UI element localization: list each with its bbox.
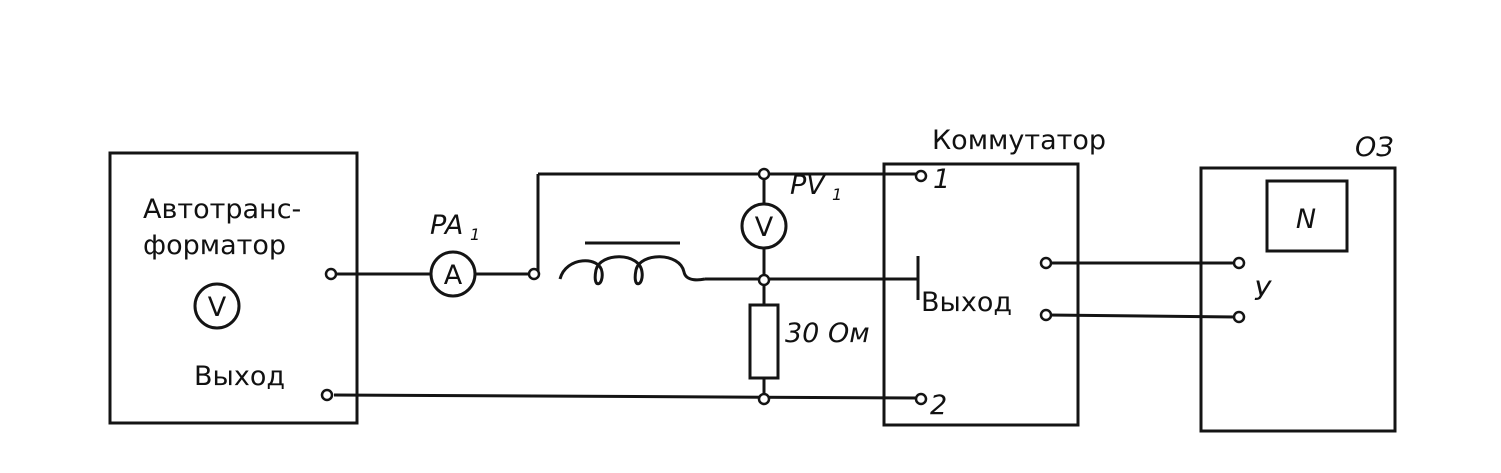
terminal-icon xyxy=(757,167,771,181)
oscilloscope-block: ОЗ N У xyxy=(1199,132,1397,433)
oscilloscope-title: ОЗ xyxy=(1355,132,1394,163)
resistor-value-label: 30 Ом xyxy=(785,318,870,349)
inductor-coil-icon xyxy=(558,241,706,286)
commutator-box xyxy=(882,162,1080,427)
ammeter-icon xyxy=(429,250,477,298)
autotransformer-voltmeter-icon xyxy=(193,282,241,330)
commutator-block: Коммутатор Выход 1 2 xyxy=(882,125,1106,427)
ammeter-designation: PA xyxy=(430,210,463,241)
ammeter: A PA 1 xyxy=(429,210,480,298)
terminal-icon xyxy=(320,388,334,402)
resistor: 30 Ом xyxy=(748,303,870,380)
terminal-icon xyxy=(1232,310,1246,324)
voltmeter-designation-sub: 1 xyxy=(832,185,842,204)
commutator-title: Коммутатор xyxy=(932,125,1106,156)
autotransformer-title-line2: форматор xyxy=(143,230,286,261)
terminals xyxy=(320,167,1246,406)
terminal-icon xyxy=(914,392,928,406)
oscilloscope-screen-symbol: N xyxy=(1296,204,1316,235)
voltmeter-designation: PV xyxy=(790,170,827,201)
oscilloscope-box xyxy=(1199,166,1397,433)
terminal-icon xyxy=(757,392,771,406)
autotransformer-block: Автотранс- форматор V Выход xyxy=(108,151,359,425)
inductor-coil-winding xyxy=(558,255,706,286)
ammeter-symbol: A xyxy=(444,260,463,291)
wire-output-lower xyxy=(1047,313,1237,319)
terminal-icon xyxy=(324,267,338,281)
autotransformer-box xyxy=(108,151,359,425)
autotransformer-voltmeter-symbol: V xyxy=(208,292,227,323)
commutator-terminal-1-label: 1 xyxy=(933,164,950,195)
wire-bottom-return xyxy=(333,393,919,400)
oscilloscope-input-label: У xyxy=(1254,276,1272,307)
terminal-icon xyxy=(1039,256,1053,270)
voltmeter-icon xyxy=(740,202,788,250)
autotransformer-title-line1: Автотранс- xyxy=(143,194,301,225)
wires xyxy=(333,172,1237,400)
voltmeter-symbol: V xyxy=(755,212,774,243)
autotransformer-output-label: Выход xyxy=(194,361,285,392)
commutator-terminal-2-label: 2 xyxy=(930,390,947,421)
terminal-icon xyxy=(527,267,541,281)
terminal-icon xyxy=(914,169,928,183)
voltmeter: V PV 1 xyxy=(740,170,842,250)
ammeter-designation-sub: 1 xyxy=(470,225,480,244)
terminal-icon xyxy=(1232,256,1246,270)
terminal-icon xyxy=(757,273,771,287)
commutator-output-label: Выход xyxy=(921,287,1012,318)
resistor-icon xyxy=(748,303,780,380)
oscilloscope-screen xyxy=(1265,179,1349,253)
terminal-icon xyxy=(1039,308,1053,322)
